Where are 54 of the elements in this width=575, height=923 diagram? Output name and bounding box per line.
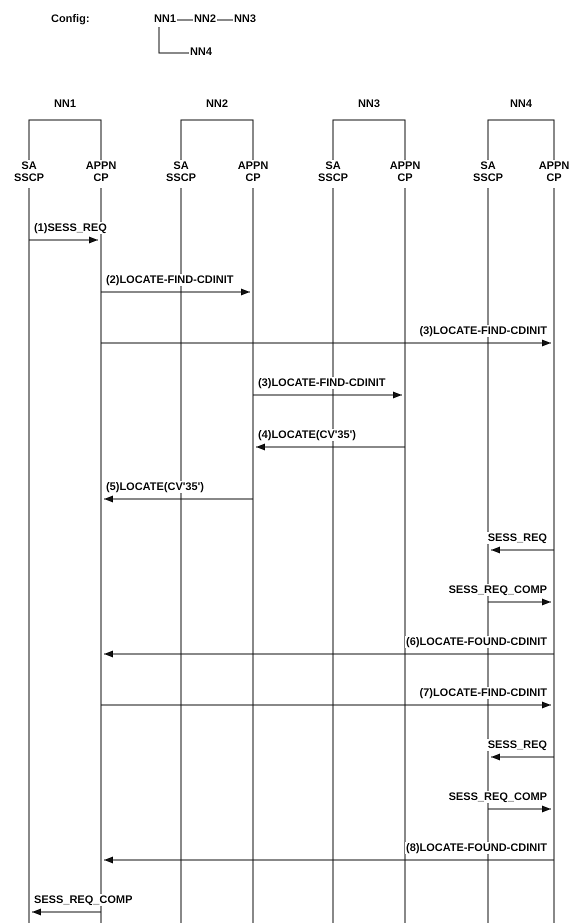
message-label: (3)LOCATE-FIND-CDINIT <box>418 325 548 337</box>
lifeline-heading: SA SSCP <box>470 160 506 186</box>
message-label: SESS_REQ <box>486 532 548 544</box>
message-label: SESS_REQ <box>486 739 548 751</box>
message-arrow <box>490 754 554 760</box>
message-arrow <box>488 806 552 812</box>
message-arrow <box>28 236 98 244</box>
bracket-line <box>180 120 218 160</box>
message-arrow <box>100 702 552 708</box>
node-name: NN1 <box>153 13 177 27</box>
message-arrow <box>488 598 552 606</box>
message-label: (2)LOCATE-FIND-CDINIT <box>105 274 234 286</box>
message-label: (7)LOCATE-FIND-CDINIT <box>418 687 548 699</box>
message-label: (4)LOCATE(CV'35') <box>257 429 357 441</box>
message-label: SESS_REQ_COMP <box>448 791 548 803</box>
message-arrow <box>104 856 554 864</box>
message-label: (5)LOCATE(CV'35') <box>105 481 205 493</box>
message-label: (8)LOCATE-FOUND-CDINIT <box>405 842 548 854</box>
lifeline-heading: APPN CP <box>387 160 423 186</box>
config-label: Config: <box>50 13 90 25</box>
bracket-line <box>520 120 554 160</box>
link-line <box>158 26 190 54</box>
node-heading: NN2 <box>202 98 232 120</box>
lifeline-heading: APPN CP <box>83 160 119 186</box>
lifeline-heading: SA SSCP <box>163 160 199 186</box>
message-arrow <box>32 908 102 916</box>
bracket-line <box>64 120 102 160</box>
node-name: NN4 <box>189 46 213 60</box>
node-heading: NN4 <box>506 98 536 120</box>
lifeline-heading: APPN CP <box>235 160 271 186</box>
message-arrow <box>252 392 402 398</box>
node-name: NN2 <box>193 13 217 27</box>
message-arrow <box>100 340 552 346</box>
message-label: (1)SESS_REQ <box>33 222 108 234</box>
message-arrow <box>100 288 250 296</box>
message-label: (3)LOCATE-FIND-CDINIT <box>257 377 386 389</box>
message-arrow <box>256 444 406 450</box>
bracket-line <box>488 120 522 160</box>
lifeline-heading: APPN CP <box>536 160 572 186</box>
node-heading: NN1 <box>50 98 80 120</box>
node-name: NN3 <box>233 13 257 27</box>
message-label: SESS_REQ_COMP <box>33 894 134 906</box>
bracket-line <box>332 120 370 160</box>
bracket-line <box>368 120 406 160</box>
message-arrow <box>104 650 554 658</box>
lifeline-heading: SA SSCP <box>315 160 351 186</box>
message-arrow <box>490 546 554 554</box>
bracket-line <box>216 120 254 160</box>
message-label: SESS_REQ_COMP <box>448 584 548 596</box>
message-label: (6)LOCATE-FOUND-CDINIT <box>405 636 548 648</box>
lifeline-heading: SA SSCP <box>11 160 47 186</box>
bracket-line <box>28 120 66 160</box>
message-arrow <box>104 496 254 502</box>
node-heading: NN3 <box>354 98 384 120</box>
